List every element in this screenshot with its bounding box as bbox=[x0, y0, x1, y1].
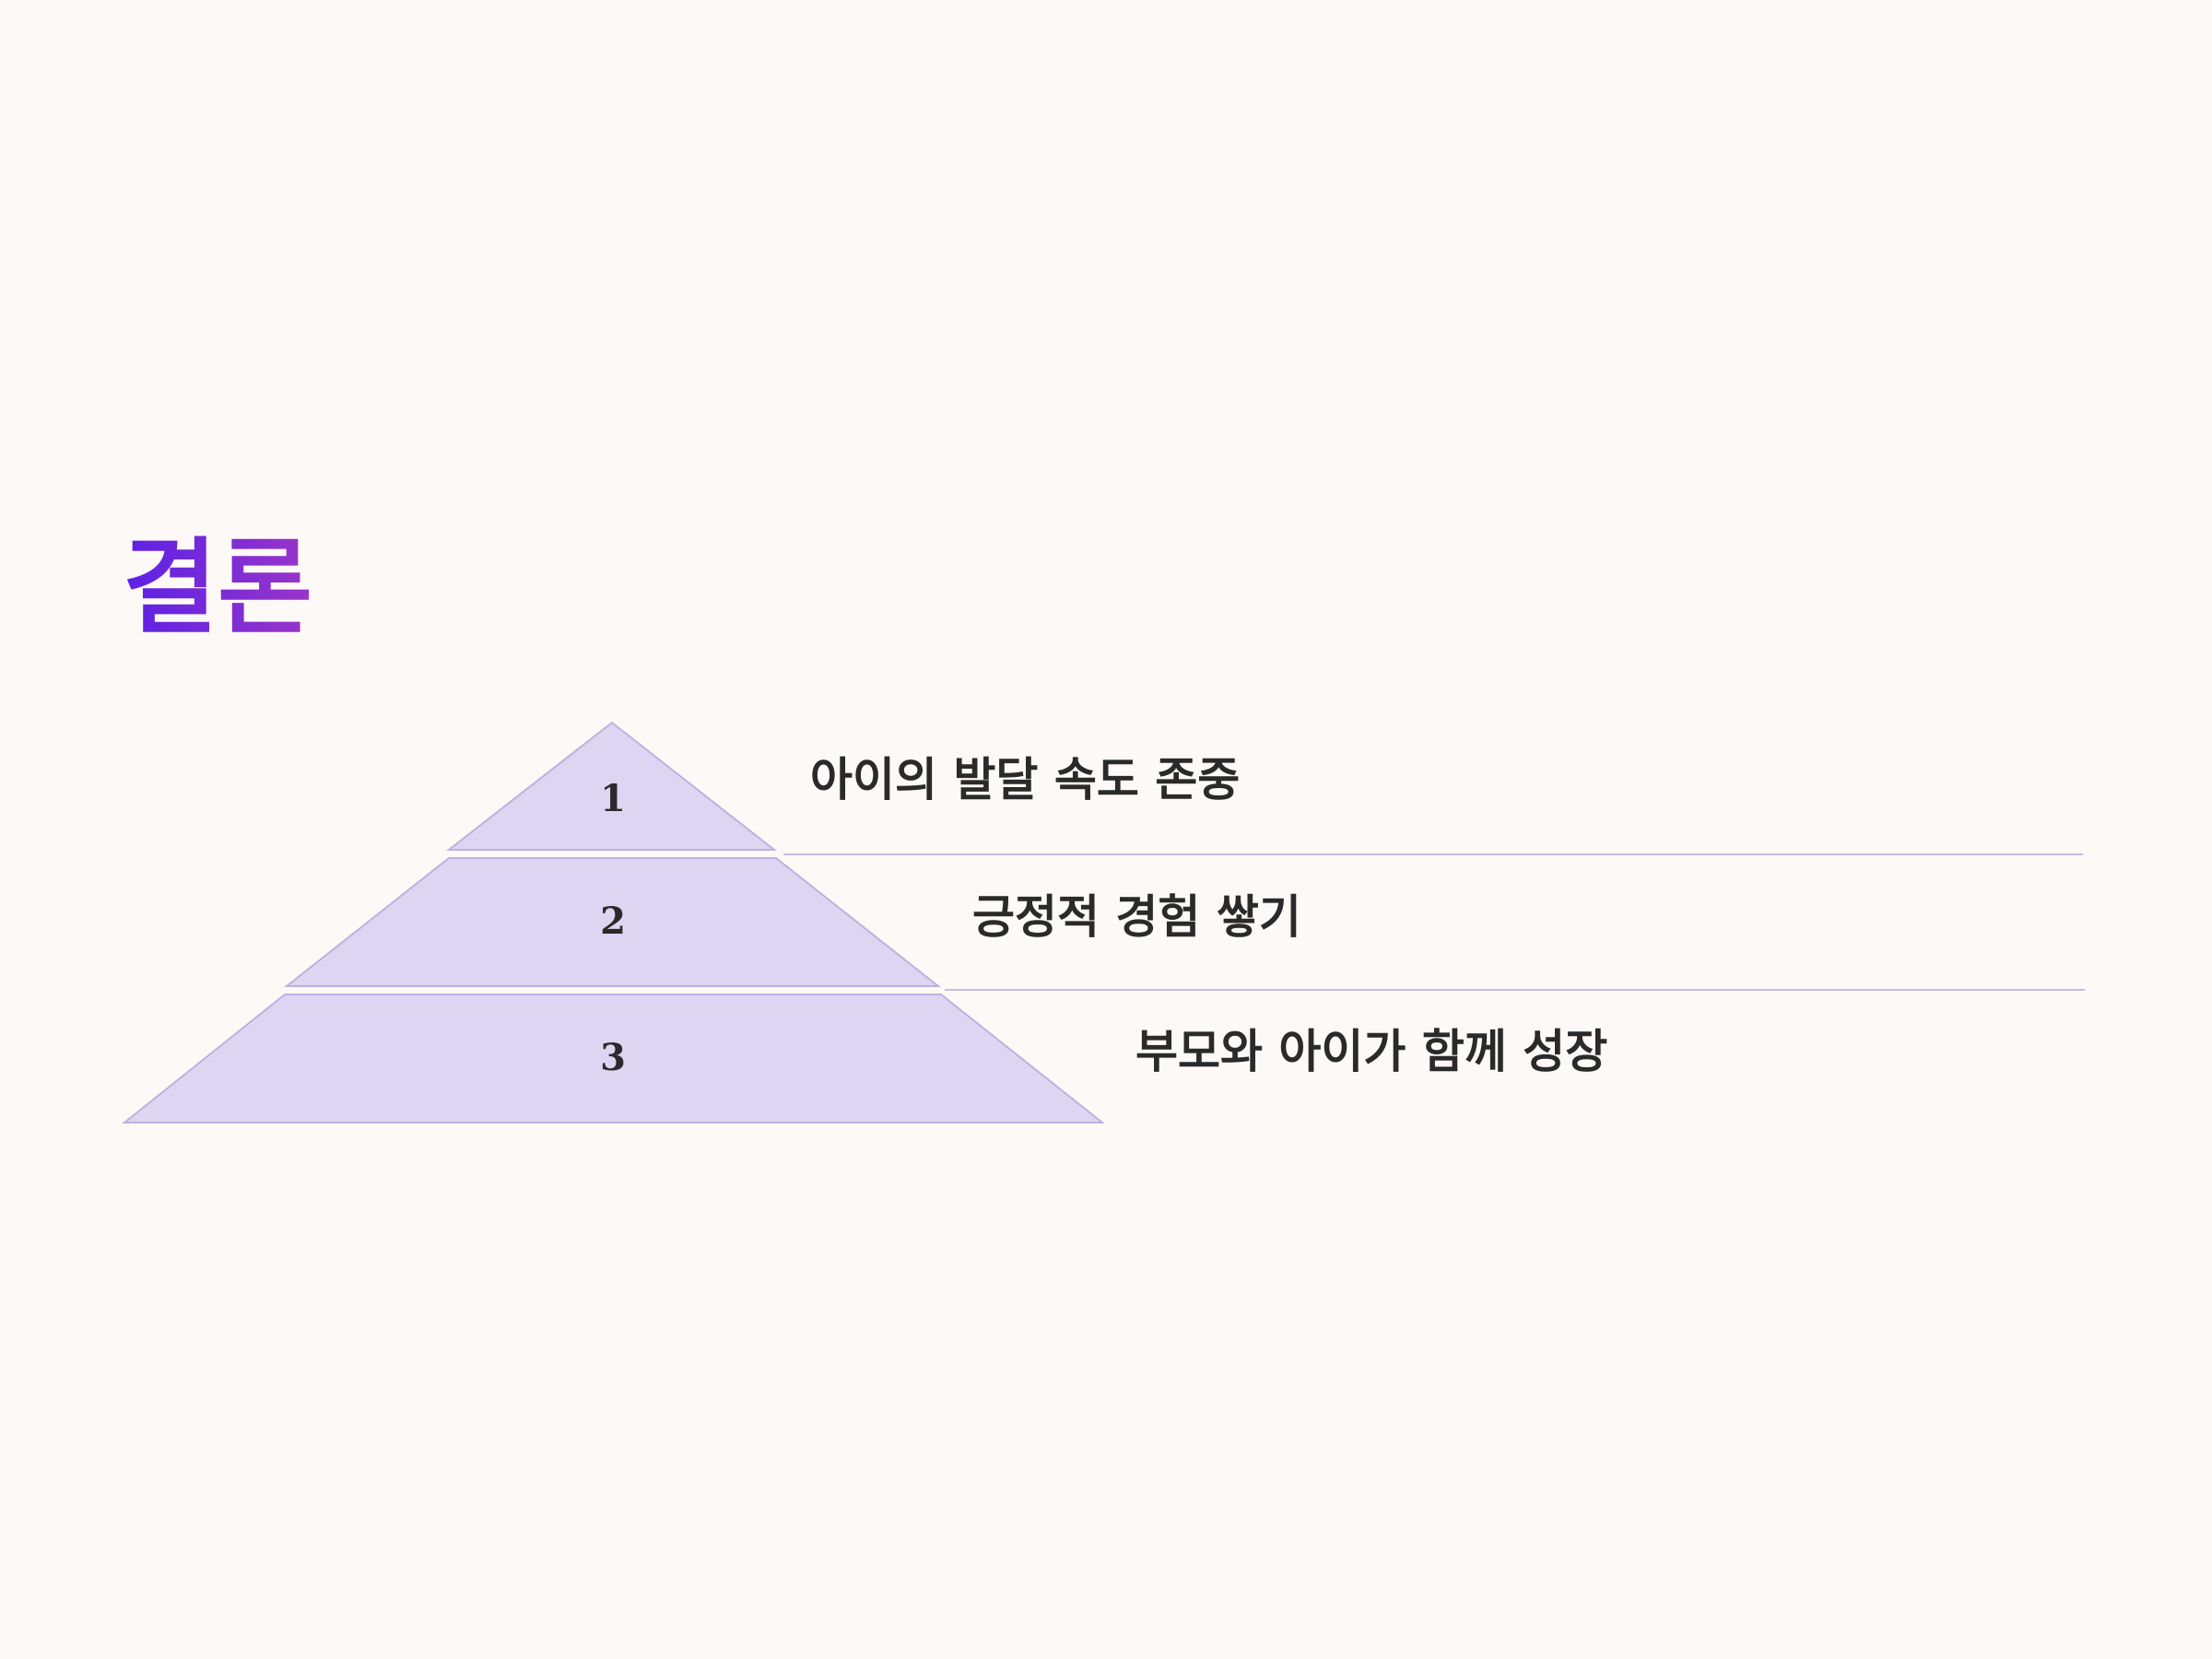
pyramid-tier-1 bbox=[446, 721, 777, 851]
pyramid-tier-2 bbox=[284, 857, 941, 987]
pyramid-tier-1-number: 1 bbox=[600, 777, 626, 820]
pyramid-tier-2-number: 2 bbox=[600, 900, 626, 943]
tier-3-label: 부모와 아이가 함께 성장 bbox=[1135, 1025, 1608, 1078]
tier-1-label: 아이의 발달 속도 존중 bbox=[810, 753, 1241, 806]
pyramid-tier-3 bbox=[122, 994, 1105, 1124]
tier-2-label: 긍정적 경험 쌓기 bbox=[972, 890, 1301, 944]
slide-title: 결론 bbox=[123, 528, 313, 648]
pyramid-tier-3-number: 3 bbox=[600, 1036, 626, 1079]
